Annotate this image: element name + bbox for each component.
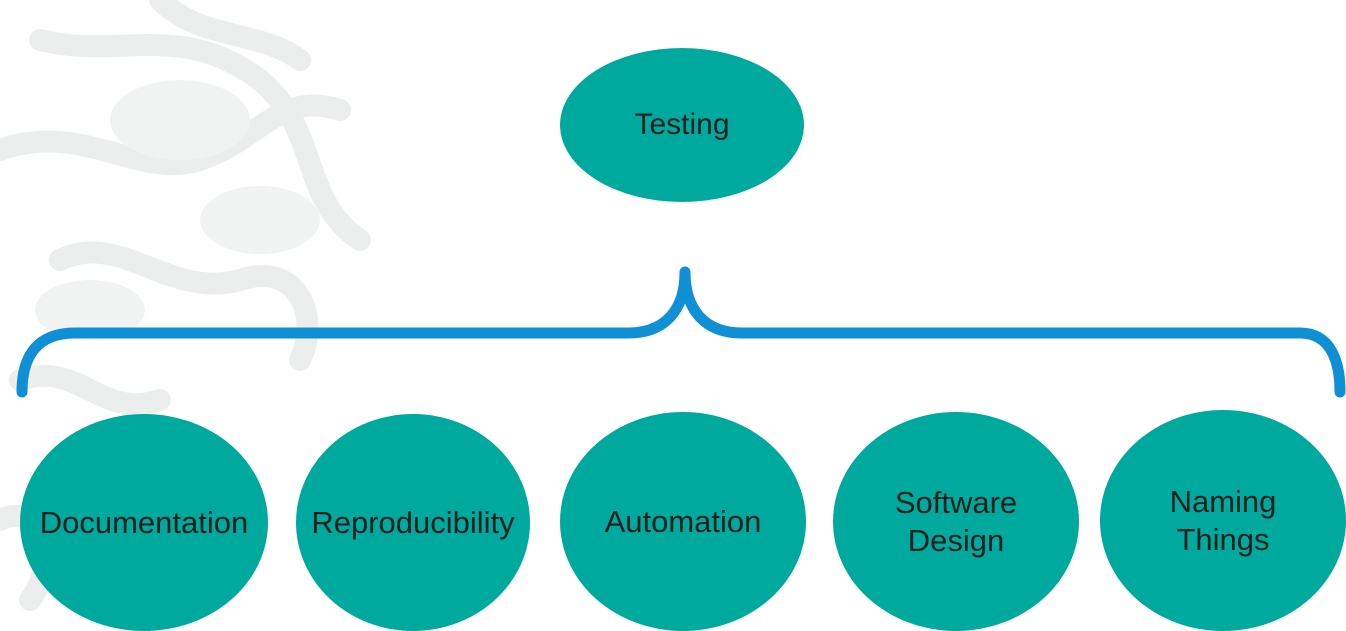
node-naming-things-label: Naming Things bbox=[1169, 483, 1277, 557]
bracket-line bbox=[16, 266, 1346, 398]
node-testing: Testing bbox=[560, 48, 804, 202]
node-software-design-label: Software Design bbox=[894, 484, 1018, 558]
node-reproducibility: Reproducibility bbox=[296, 414, 530, 631]
node-software-design: Software Design bbox=[833, 412, 1079, 631]
node-documentation: Documentation bbox=[20, 414, 268, 631]
node-testing-label: Testing bbox=[634, 108, 730, 141]
node-naming-things: Naming Things bbox=[1100, 410, 1346, 631]
node-documentation-label: Documentation bbox=[39, 504, 249, 540]
node-automation: Automation bbox=[560, 412, 806, 631]
node-reproducibility-label: Reproducibility bbox=[311, 504, 515, 540]
node-automation-label: Automation bbox=[604, 503, 762, 539]
